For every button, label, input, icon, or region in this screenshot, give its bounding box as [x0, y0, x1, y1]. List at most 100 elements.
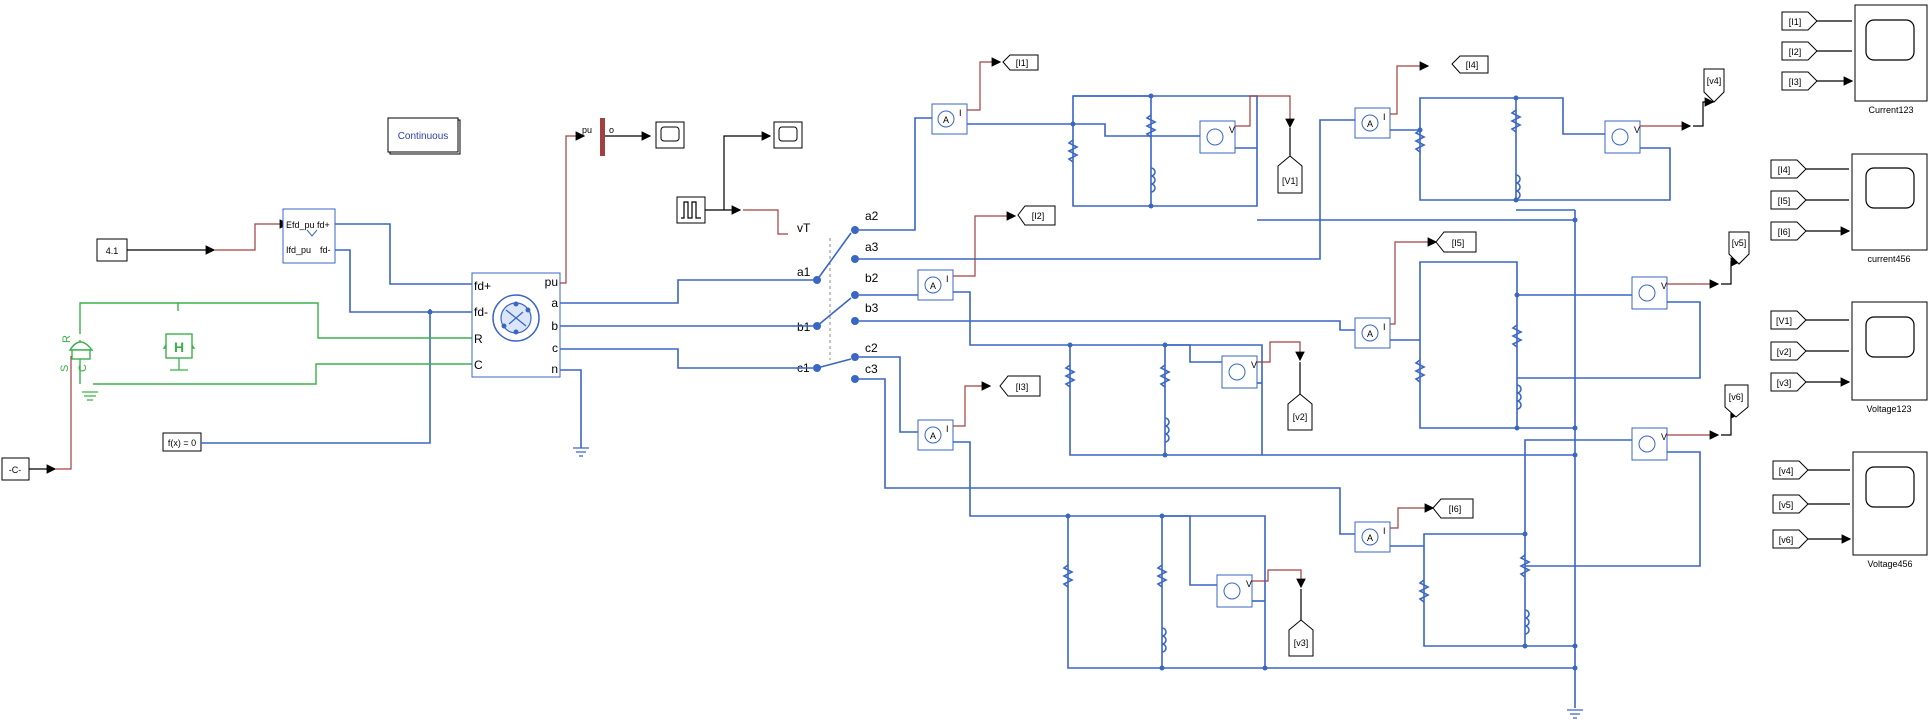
svg-text:V: V: [1661, 281, 1667, 291]
svg-text:[I3]: [I3]: [1789, 77, 1802, 87]
goto-v5[interactable]: [v5]: [1728, 231, 1750, 265]
svg-text:A: A: [930, 431, 936, 441]
svg-text:[I5]: [I5]: [1452, 238, 1465, 248]
goto-v6[interactable]: [v6]: [1724, 384, 1749, 418]
pulse-generator[interactable]: [676, 196, 706, 224]
constant-c-value: -C-: [9, 465, 22, 475]
svg-text:[v2]: [v2]: [1293, 412, 1308, 422]
svg-text:A: A: [1367, 533, 1373, 543]
svg-text:[I1]: [I1]: [1016, 58, 1029, 68]
svg-text:[I2]: [I2]: [1789, 47, 1802, 57]
svg-text:[I1]: [I1]: [1789, 17, 1802, 27]
goto-i1[interactable]: [I1]: [1002, 54, 1039, 71]
machine-port-a: a: [551, 296, 558, 310]
machine-port-c: C: [474, 358, 483, 372]
svg-text:[I4]: [I4]: [1778, 165, 1791, 175]
machine-port-pu: pu: [545, 275, 558, 289]
goto-i4[interactable]: [I4]: [1451, 55, 1489, 74]
switch-out-c2: c2: [865, 341, 878, 355]
voltmeter-4[interactable]: V: [1604, 120, 1641, 154]
ammeter-2[interactable]: A I: [917, 269, 954, 301]
svg-text:V: V: [1634, 125, 1640, 135]
svg-text:Current123: Current123: [1868, 105, 1913, 115]
machine-port-fd-minus: fd-: [474, 305, 488, 319]
svg-text:[I2]: [I2]: [1032, 211, 1045, 221]
goto-v2[interactable]: [v2]: [1287, 393, 1313, 431]
svg-text:I: I: [1383, 112, 1386, 122]
svg-text:current456: current456: [1867, 254, 1910, 264]
demux-block[interactable]: pu o: [582, 118, 614, 156]
voltmeter-1[interactable]: V: [1199, 120, 1236, 154]
svg-text:[v4]: [v4]: [1707, 76, 1722, 86]
switch-out-b3: b3: [865, 301, 879, 315]
switch-out-a3: a3: [865, 240, 879, 254]
svg-text:Voltage456: Voltage456: [1867, 559, 1912, 569]
breaker-r-label: R: [61, 335, 73, 343]
scope-machine[interactable]: [655, 121, 685, 149]
svg-text:V: V: [1251, 360, 1257, 370]
scope-pulse[interactable]: [773, 121, 803, 149]
voltmeter-5[interactable]: V: [1631, 276, 1668, 310]
svg-text:I: I: [959, 108, 962, 118]
constant-c-block[interactable]: -C-: [1, 457, 30, 481]
svg-text:[v5]: [v5]: [1779, 500, 1794, 510]
demux-pu-label: pu: [582, 125, 592, 135]
goto-i6[interactable]: [I6]: [1432, 498, 1474, 519]
field-h-block[interactable]: H: [162, 333, 196, 371]
switch-in-a1: a1: [797, 265, 811, 279]
goto-v1[interactable]: [V1]: [1277, 155, 1303, 194]
svg-text:[V1]: [V1]: [1282, 176, 1298, 186]
machine-port-r: R: [474, 332, 483, 346]
constant-block[interactable]: 4.1: [96, 238, 128, 262]
ammeter-5[interactable]: A I: [1354, 317, 1391, 349]
ammeter-1[interactable]: A I: [931, 103, 968, 135]
machine-port-n: n: [551, 362, 558, 376]
goto-v3[interactable]: [v3]: [1288, 619, 1314, 657]
demux-o-label: o: [609, 125, 614, 135]
powergui-block[interactable]: Continuous: [387, 117, 461, 155]
voltmeter-6[interactable]: V: [1631, 427, 1668, 461]
machine-port-fd-plus: fd+: [474, 279, 491, 293]
svg-text:[I3]: [I3]: [1016, 382, 1029, 392]
svg-text:[v6]: [v6]: [1779, 535, 1794, 545]
constant-value: 4.1: [106, 246, 119, 256]
scope-current123[interactable]: [I1] [I2] [I3] Current123: [1781, 4, 1928, 115]
powergui-label: Continuous: [398, 131, 449, 142]
ammeter-6[interactable]: A I: [1354, 521, 1391, 553]
excitation-block[interactable]: Efd_pu fd+ Ifd_pu fd-: [282, 208, 336, 264]
fcn-label: f(x) = 0: [168, 438, 196, 448]
efd-port-label: Efd_pu: [286, 220, 315, 230]
breaker-block[interactable]: R S C: [59, 335, 98, 401]
machine-port-b: b: [551, 319, 558, 333]
voltmeter-2[interactable]: V: [1221, 355, 1258, 389]
breaker-c-label: C: [77, 364, 89, 372]
goto-i5[interactable]: [I5]: [1435, 231, 1477, 253]
scope-voltage456[interactable]: [v4] [v5] [v6] Voltage456: [1772, 451, 1928, 569]
svg-text:[V1]: [V1]: [1776, 316, 1792, 326]
goto-v4[interactable]: [v4]: [1703, 68, 1725, 103]
fd-plus-label: fd+: [317, 220, 330, 230]
ammeter-3[interactable]: A I: [917, 419, 954, 451]
switch-in-b1: b1: [797, 320, 811, 334]
scope-voltage123[interactable]: [V1] [v2] [v3] Voltage123: [1770, 301, 1928, 414]
goto-i2[interactable]: [I2]: [1017, 205, 1056, 226]
switch-out-b2: b2: [865, 271, 879, 285]
svg-text:A: A: [1367, 119, 1373, 129]
fcn-block[interactable]: f(x) = 0: [162, 432, 202, 452]
switch-out-a2: a2: [865, 209, 879, 223]
voltmeter-3[interactable]: V: [1216, 574, 1253, 608]
svg-text:Voltage123: Voltage123: [1866, 404, 1911, 414]
synchronous-machine[interactable]: fd+ fd- R C pu a b c n: [471, 272, 561, 378]
scope-current456[interactable]: [I4] [I5] [I6] current456: [1770, 153, 1928, 264]
ammeter-4[interactable]: A I: [1354, 107, 1391, 139]
three-phase-switch[interactable]: vT a1 b1 c1 a2 a3 b2 b3 c2 c3: [797, 209, 879, 383]
breaker-s-label: S: [59, 365, 71, 372]
svg-text:I: I: [946, 274, 949, 284]
fd-minus-label: fd-: [320, 245, 331, 255]
svg-text:[I6]: [I6]: [1449, 504, 1462, 514]
svg-text:[I6]: [I6]: [1778, 227, 1791, 237]
goto-i3[interactable]: [I3]: [999, 375, 1041, 397]
svg-text:[I5]: [I5]: [1778, 196, 1791, 206]
switch-out-c3: c3: [865, 362, 878, 376]
